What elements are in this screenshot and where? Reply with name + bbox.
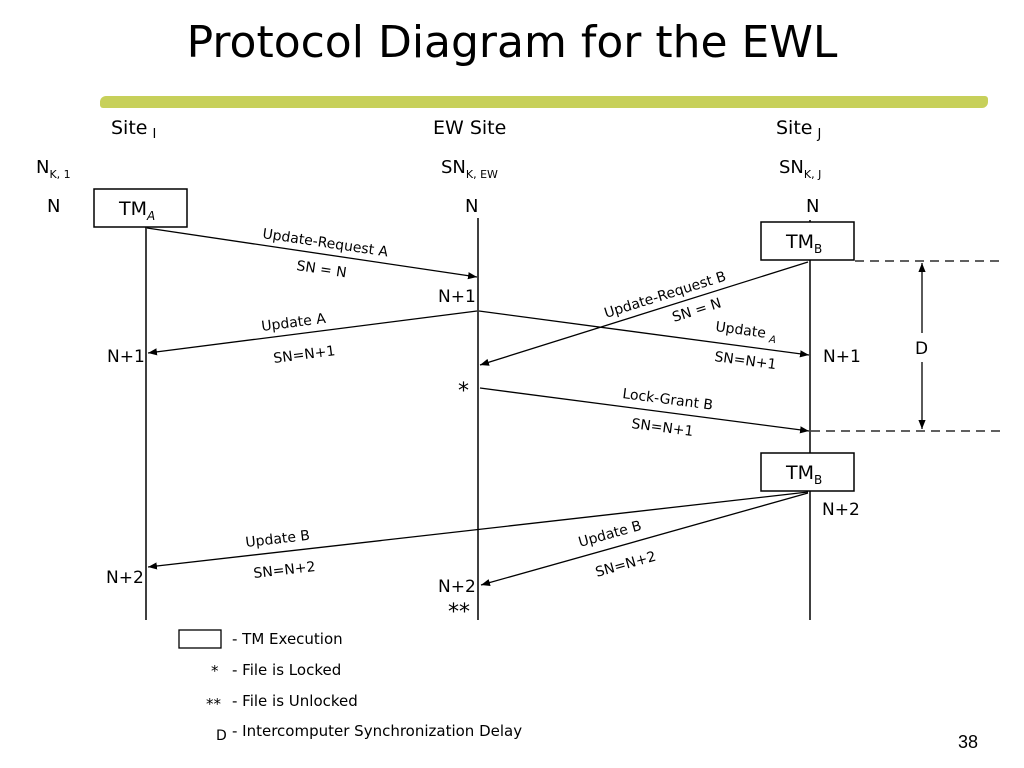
svg-text:TMB: TMB [785,231,822,256]
title-underline [100,96,988,108]
update-request-b-arrow [479,261,809,366]
file-unlocked-marker: ** [448,600,470,625]
legend-tm-box-symbol [178,629,222,649]
svg-text:TMB: TMB [785,462,822,487]
site-j-counter-n1: N+1 [823,347,861,367]
lock-grant-b-label: Lock-Grant B [621,386,713,414]
legend-delay: - Intercomputer Synchronization Delay [232,722,522,740]
legend-tm-execution: - TM Execution [232,630,343,648]
delay-label: D [915,339,928,359]
update-a-to-site-j-arrow [478,310,810,358]
update-b-to-ew-site-sn: SN=N+2 [594,549,658,581]
ew-site-header: EW Site [433,117,506,139]
update-a-to-site-j-label: UpdateA [714,319,778,346]
update-b-to-site-i-arrow [147,491,809,570]
site-i-counter-n2: N+2 [106,568,144,588]
site-i-counter-n1: N+1 [107,347,145,367]
slide-title: Protocol Diagram for the EWL [186,17,838,68]
update-b-to-ew-site-arrow [480,492,809,587]
update-request-a-sn: SN = N [295,258,347,281]
ew-site-counter-n2: N+2 [438,577,476,597]
legend-delay-symbol: D [216,728,227,744]
site-j-initial-value: N [806,196,819,217]
site-j-counter-n2: N+2 [822,500,860,520]
update-request-a-arrow [146,227,478,280]
update-b-to-site-i-sn: SN=N+2 [253,559,317,582]
legend: - TM Execution * - File is Locked ** - F… [178,629,522,744]
update-a-to-site-j-sn: SN=N+1 [713,349,777,373]
svg-text:TMA: TMA [118,198,155,223]
lock-grant-b-sn: SN=N+1 [630,416,694,440]
update-a-to-site-i-sn: SN=N+1 [272,343,336,367]
legend-unlocked-symbol: ** [206,695,222,713]
legend-locked: - File is Locked [232,661,341,679]
update-b-to-site-i-label: Update B [245,528,311,551]
lock-grant-b-arrow [479,387,810,434]
update-a-to-site-i-arrow [147,310,478,356]
update-request-a-label: Update-Request A [261,226,389,260]
tm-a-box: TMA [93,188,188,228]
slide-number: 38 [957,732,978,752]
legend-locked-symbol: * [211,662,219,680]
tm-b-box-request: TMB [760,221,855,261]
file-locked-marker: * [458,379,469,404]
ew-site-initial-value: N [465,196,478,217]
ew-site-counter-name: SNK, EW [441,157,498,181]
tm-b-box-execute: TMB [760,452,855,492]
site-i-counter-name: NK, 1 [36,157,71,181]
legend-unlocked: - File is Unlocked [232,692,358,710]
ew-site-counter-n1: N+1 [438,287,476,307]
site-i-initial-value: N [47,196,60,217]
site-j-counter-name: SNK, J [779,157,821,181]
update-b-to-ew-site-label: Update B [577,518,644,551]
